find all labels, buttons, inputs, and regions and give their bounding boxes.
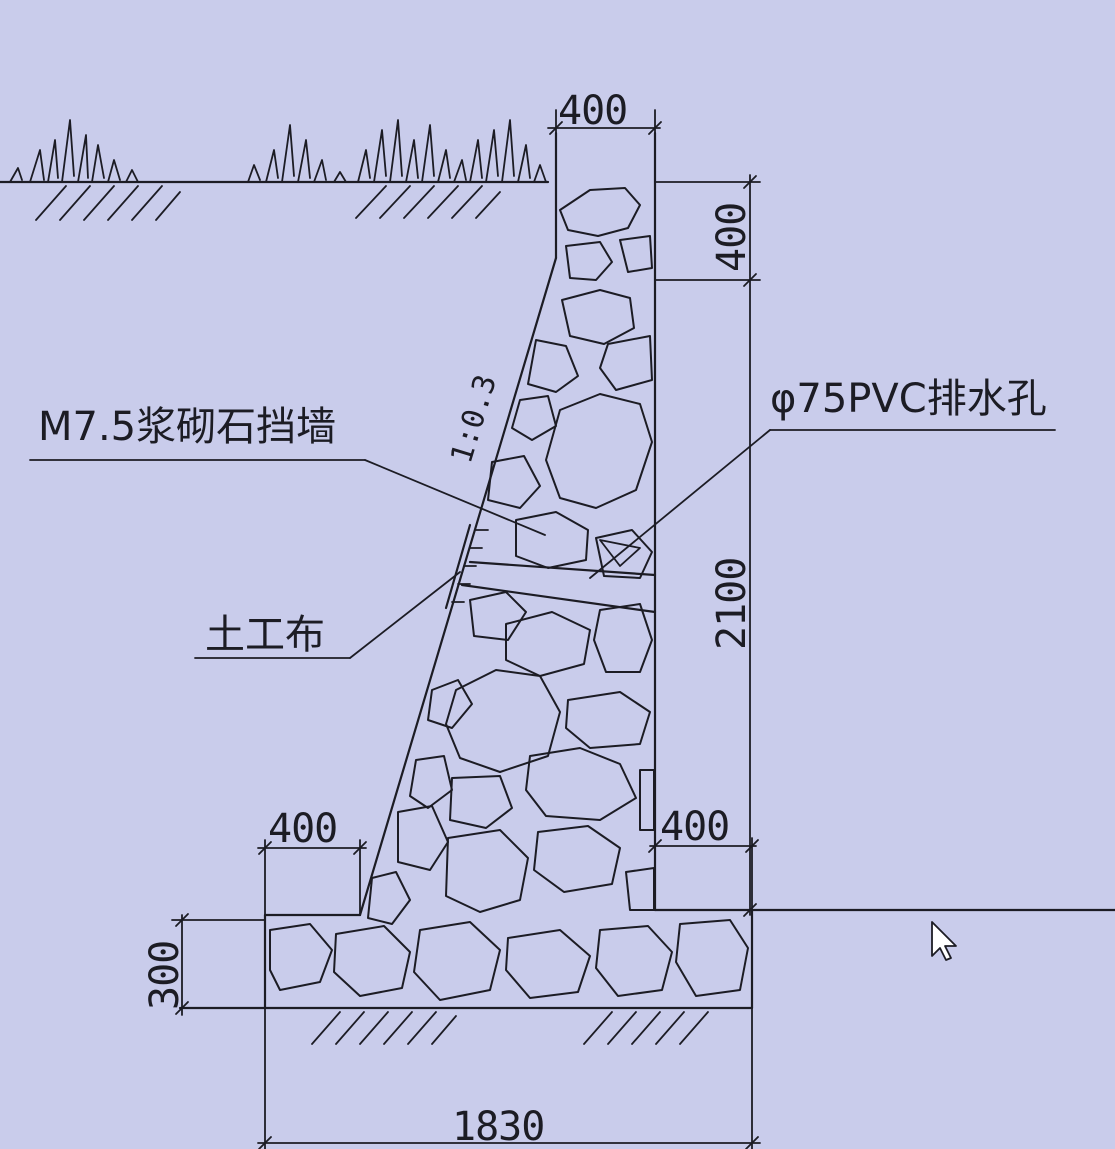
dim-top-height-value: 400 bbox=[709, 203, 755, 272]
rubble-stones bbox=[269, 187, 749, 1001]
drain-pipe bbox=[460, 539, 657, 614]
grass-icon bbox=[9, 119, 547, 183]
dim-toe-width: 400 bbox=[648, 804, 759, 911]
dim-heel-width-value: 400 bbox=[268, 806, 337, 852]
mouse-pointer-icon bbox=[931, 921, 957, 961]
geotextile-patch bbox=[444, 523, 489, 610]
dim-footing-height-value: 300 bbox=[142, 941, 188, 1010]
slope-ratio-label: 1:0.3 bbox=[444, 371, 504, 468]
leader-lines bbox=[29, 429, 1056, 659]
dim-wall-height-value: 2100 bbox=[709, 558, 755, 650]
wall-material-label: M7.5浆砌石挡墙 bbox=[38, 404, 336, 450]
dim-total-width: 1830 bbox=[257, 1007, 761, 1149]
dim-toe-width-value: 400 bbox=[660, 804, 729, 850]
ground-surface bbox=[0, 119, 550, 221]
wall-outline bbox=[178, 131, 1115, 1010]
dim-top-width-value: 400 bbox=[558, 88, 627, 134]
dim-footing-height: 300 bbox=[142, 913, 266, 1016]
geotextile-label: 土工布 bbox=[205, 612, 325, 658]
dim-right-vertical: 400 2100 bbox=[654, 174, 761, 917]
base-soil-hatch bbox=[311, 1011, 709, 1045]
soil-hatch bbox=[35, 185, 501, 221]
dim-total-width-value: 1830 bbox=[452, 1104, 544, 1149]
dim-top-width: 400 bbox=[547, 88, 662, 135]
dim-heel-width: 400 bbox=[257, 806, 367, 916]
drain-pipe-label: φ75PVC排水孔 bbox=[770, 376, 1047, 422]
